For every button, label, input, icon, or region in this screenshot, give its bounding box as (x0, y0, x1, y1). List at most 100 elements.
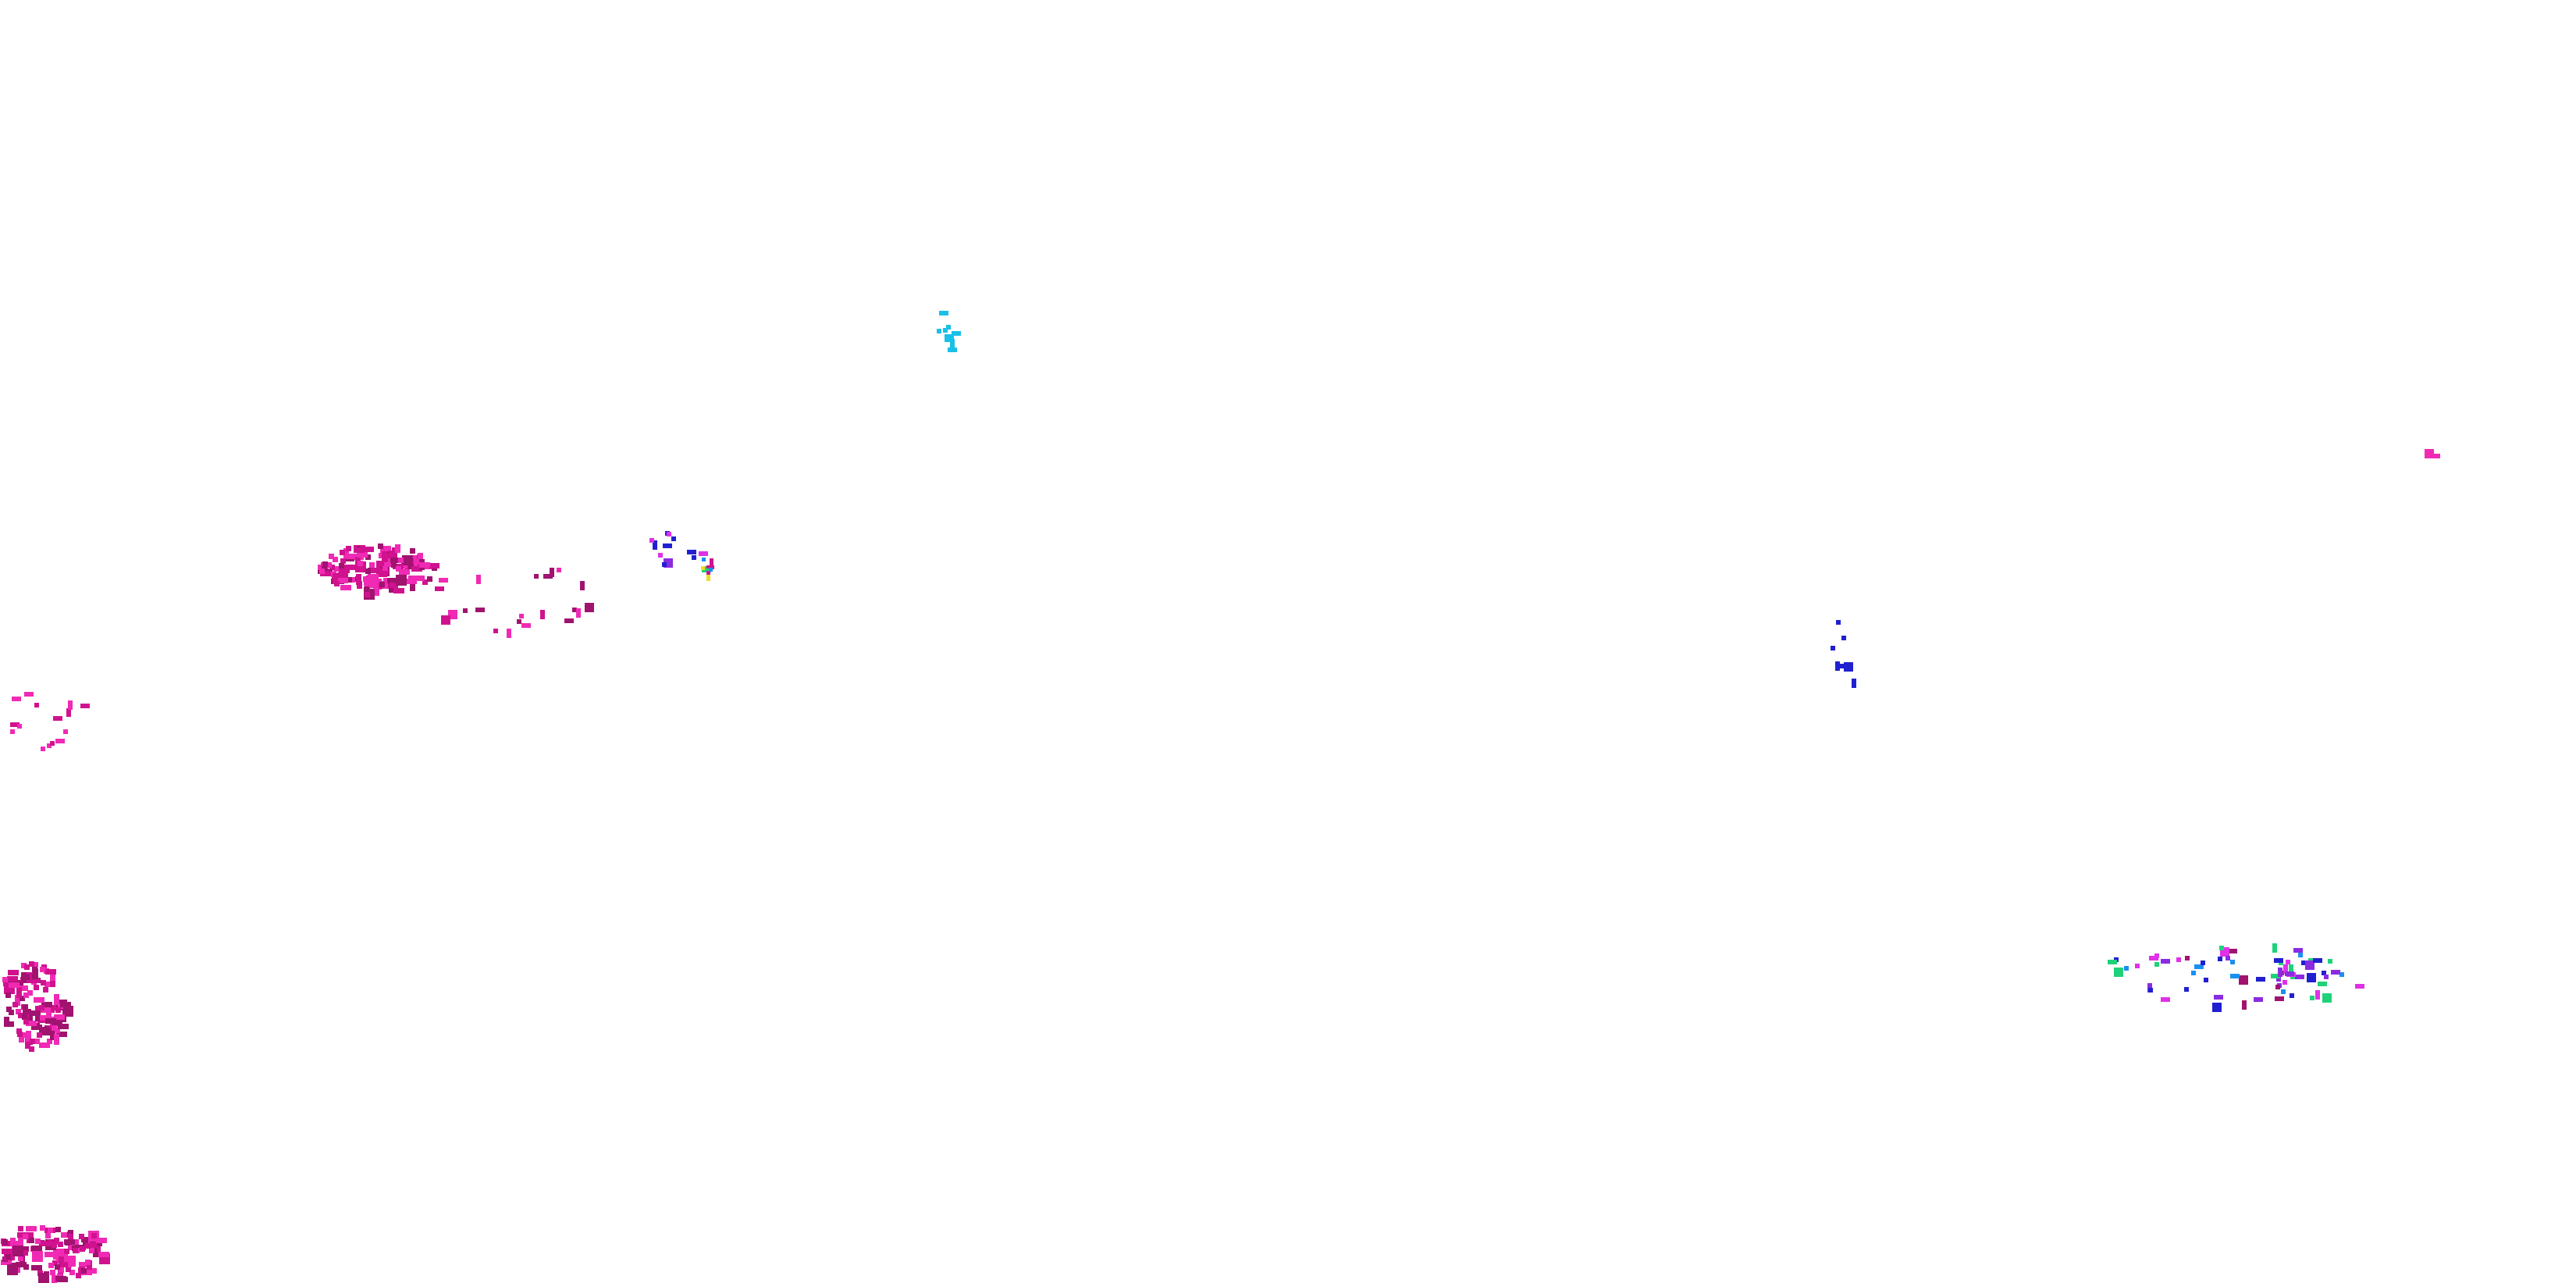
data-point (393, 558, 399, 563)
data-point (2194, 964, 2204, 969)
data-point (29, 1046, 34, 1052)
data-point (54, 1238, 59, 1243)
data-point (27, 990, 33, 996)
data-point (97, 1241, 102, 1246)
data-point (333, 573, 338, 584)
data-point (2226, 956, 2230, 960)
data-point (33, 962, 38, 968)
data-point (16, 1028, 22, 1034)
data-point (396, 575, 407, 586)
data-point (384, 561, 390, 567)
data-point (378, 543, 383, 549)
data-point (1852, 679, 1856, 688)
data-point (15, 995, 20, 1006)
data-point (2230, 974, 2240, 978)
data-point (62, 1262, 68, 1267)
center-left-scatter-cluster (435, 568, 594, 638)
data-point (391, 562, 397, 568)
data-point (1835, 661, 1840, 671)
data-point (418, 553, 423, 564)
data-point (649, 538, 654, 543)
data-point (26, 1021, 37, 1026)
data-point (39, 1005, 44, 1010)
data-point (692, 555, 696, 560)
data-point (390, 558, 396, 563)
data-point (390, 583, 395, 588)
data-point (946, 325, 951, 330)
data-point (2275, 985, 2280, 989)
data-point (419, 562, 430, 568)
data-point (23, 1250, 28, 1256)
data-point (408, 564, 414, 569)
data-point (350, 577, 355, 583)
data-point (34, 985, 39, 990)
west-cluster-cluster (318, 543, 439, 600)
data-point (34, 1023, 40, 1028)
data-point (96, 1238, 107, 1243)
data-point (2293, 948, 2303, 953)
data-point (368, 574, 379, 585)
data-point (52, 1275, 57, 1283)
data-point (16, 1009, 21, 1014)
data-point (701, 566, 705, 570)
left-edge-bottom-cluster (1, 1225, 110, 1283)
data-point (1844, 662, 1853, 672)
data-point (18, 1226, 23, 1231)
data-point (2282, 980, 2287, 985)
data-point (40, 1225, 45, 1231)
data-point (40, 1007, 51, 1013)
data-point (22, 1014, 27, 1020)
data-point (23, 993, 29, 998)
data-point (49, 1007, 55, 1013)
data-point (358, 561, 363, 566)
data-point (57, 1277, 68, 1282)
data-point (408, 576, 419, 581)
data-point (2322, 993, 2332, 1003)
data-point (48, 1263, 54, 1268)
data-point (10, 1238, 16, 1243)
data-point (945, 337, 954, 342)
data-point (373, 584, 379, 590)
data-point (576, 608, 581, 618)
data-point (363, 547, 374, 552)
data-point (2278, 968, 2282, 977)
data-point (387, 578, 398, 583)
data-point (395, 547, 400, 553)
data-point (55, 1227, 61, 1232)
data-point (59, 1267, 64, 1273)
data-point (69, 1270, 75, 1275)
data-point (34, 1039, 40, 1044)
data-point (395, 544, 400, 550)
data-point (54, 1034, 59, 1045)
data-point (493, 629, 498, 633)
data-point (41, 747, 45, 751)
data-point (24, 692, 34, 697)
data-point (80, 704, 90, 708)
data-point (2339, 972, 2344, 977)
data-point (564, 618, 574, 623)
data-point (61, 1232, 72, 1238)
data-point (2274, 958, 2283, 963)
data-point (475, 608, 485, 612)
data-point (393, 588, 404, 593)
data-point (50, 970, 55, 981)
data-point (369, 562, 375, 568)
data-point (73, 1248, 78, 1253)
data-point (7, 976, 18, 982)
left-edge-mid-cluster (10, 692, 90, 751)
data-point (2185, 956, 2190, 960)
data-point (45, 1018, 56, 1024)
data-point (41, 980, 46, 985)
data-point (948, 347, 957, 352)
data-point (2290, 993, 2294, 998)
data-point (354, 547, 365, 553)
data-point (703, 568, 711, 572)
data-point (48, 1228, 53, 1233)
data-point (34, 978, 40, 983)
data-point (653, 540, 657, 550)
data-point (10, 1241, 21, 1246)
data-point (44, 1252, 55, 1257)
data-point (346, 546, 351, 551)
